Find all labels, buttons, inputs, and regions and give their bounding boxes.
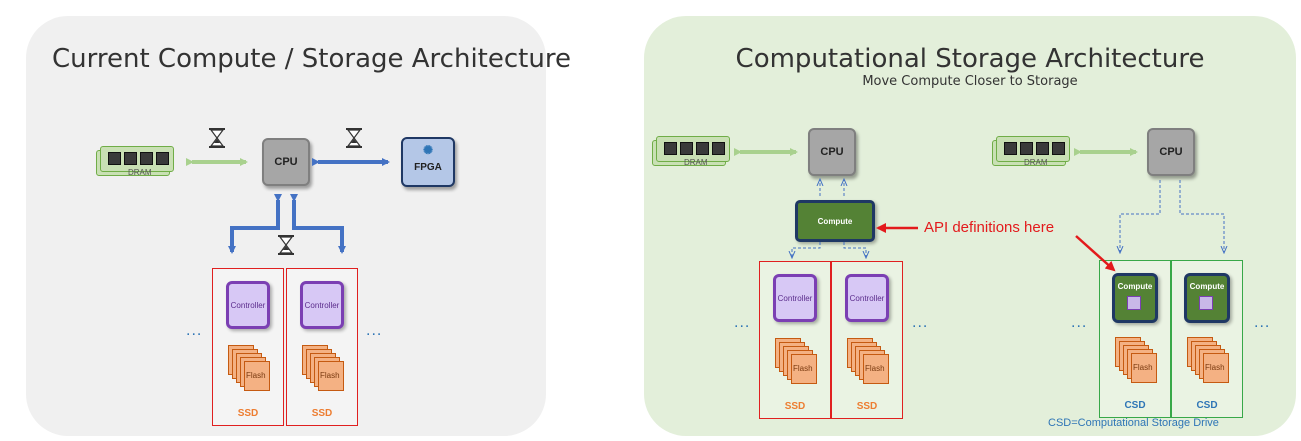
ssd-drive: Controller Flash SSD <box>759 261 831 419</box>
csd-footnote: CSD=Computational Storage Drive <box>1048 417 1219 429</box>
csd-drive: Compute Flash CSD <box>1099 260 1171 418</box>
left-title: Current Compute / Storage Architecture <box>52 44 571 74</box>
cpu-ssd-arrow <box>228 194 282 254</box>
dram-module: DRAM <box>96 146 176 180</box>
ellipsis: ... <box>1071 314 1088 331</box>
dram-module: DRAM <box>992 136 1072 170</box>
dram-module: DRAM <box>652 136 732 170</box>
csd-drive: Compute Flash CSD <box>1171 260 1243 418</box>
flash-stack: Flash <box>775 338 817 384</box>
flash-stack: Flash <box>228 345 270 391</box>
ellipsis: ... <box>186 322 203 339</box>
api-definitions-label: API definitions here <box>924 219 1055 236</box>
right-subtitle: Move Compute Closer to Storage <box>862 74 1078 89</box>
ellipsis: ... <box>366 322 383 339</box>
cpu-chip: CPU <box>1147 128 1195 176</box>
flash-stack: Flash <box>1115 337 1157 383</box>
hourglass-icon <box>278 235 294 255</box>
ssd-drive: Controller Flash SSD <box>831 261 903 419</box>
flash-stack: Flash <box>847 338 889 384</box>
hourglass-icon <box>346 128 362 148</box>
cpu-csd-link <box>1120 180 1161 252</box>
ellipsis: ... <box>734 314 751 331</box>
ellipsis: ... <box>912 314 929 331</box>
controller-chip: Controller <box>845 274 889 322</box>
cpu-chip: CPU <box>262 138 310 186</box>
controller-chip: Controller <box>226 281 270 329</box>
cpu-ssd-arrow <box>290 194 346 254</box>
flash-stack: Flash <box>302 345 344 391</box>
compute-ssd-link <box>843 242 866 257</box>
flash-stack: Flash <box>1187 337 1229 383</box>
cpu-chip: CPU <box>808 128 856 176</box>
ellipsis: ... <box>1254 314 1271 331</box>
fpga-chip: ✺ FPGA <box>401 137 455 187</box>
gear-icon: ✺ <box>422 143 434 157</box>
api-pointer-arrow <box>1075 235 1116 272</box>
right-title: Computational Storage Architecture <box>735 44 1205 74</box>
compute-ssd-link <box>792 242 821 257</box>
cpu-csd-link <box>1179 180 1224 252</box>
ssd-drive: Controller Flash SSD <box>286 268 358 426</box>
controller-chip: Controller <box>773 274 817 322</box>
compute-chip: Compute <box>1112 273 1158 323</box>
hourglass-icon <box>209 128 225 148</box>
compute-chip: Compute <box>1184 273 1230 323</box>
controller-chip: Controller <box>300 281 344 329</box>
ssd-drive: Controller Flash SSD <box>212 268 284 426</box>
compute-accelerator: Compute <box>795 200 875 242</box>
